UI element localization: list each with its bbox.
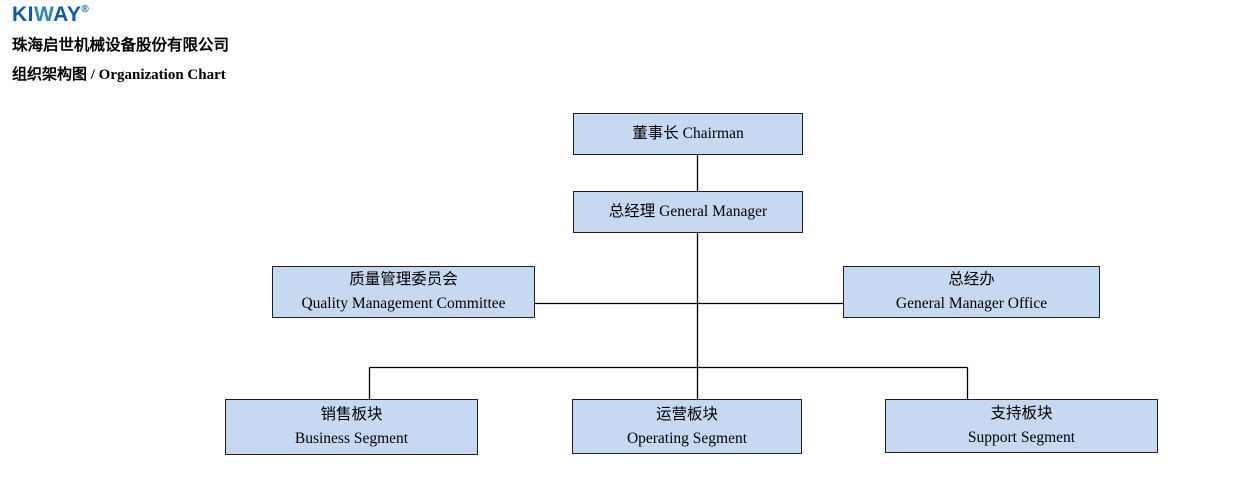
logo-text-ay: AY xyxy=(53,3,82,26)
org-node-chairman-label: 董事长 Chairman xyxy=(632,125,744,142)
org-node-general-manager-label: 总经理 General Manager xyxy=(608,203,768,220)
org-node-quality-committee-label-zh: 质量管理委员会 xyxy=(349,271,458,288)
org-node-general-manager-office: 总经办 General Manager Office xyxy=(843,266,1100,318)
org-node-operating-segment: 运营板块 Operating Segment xyxy=(572,399,802,454)
org-node-general-manager: 总经理 General Manager xyxy=(573,191,803,233)
logo-text-ki: KI xyxy=(12,3,34,26)
org-node-gm-office-label-en: General Manager Office xyxy=(895,295,1048,312)
org-node-support-segment-label-zh: 支持板块 xyxy=(990,405,1053,422)
org-node-operating-segment-label-zh: 运营板块 xyxy=(655,405,718,423)
org-node-business-segment-label-en: Business Segment xyxy=(294,430,409,447)
org-node-gm-office-label-zh: 总经办 xyxy=(948,271,995,288)
kiway-logo: KIWAY® xyxy=(12,3,89,27)
company-name: 珠海启世机械设备股份有限公司 xyxy=(12,37,230,54)
org-node-business-segment-label-zh: 销售板块 xyxy=(320,406,383,423)
org-node-quality-committee-label-en: Quality Management Committee xyxy=(301,295,506,312)
registered-trademark-mark: ® xyxy=(81,4,89,15)
page-title: 组织架构图 / Organization Chart xyxy=(12,67,226,83)
logo-text-w: W xyxy=(34,3,54,26)
org-node-quality-management-committee: 质量管理委员会 Quality Management Committee xyxy=(272,266,535,318)
org-node-operating-segment-label-en: Operating Segment xyxy=(626,429,748,447)
org-node-support-segment-label-en: Support Segment xyxy=(967,429,1076,446)
org-node-business-segment: 销售板块 Business Segment xyxy=(225,399,478,455)
org-node-chairman: 董事长 Chairman xyxy=(573,113,803,155)
org-node-support-segment: 支持板块 Support Segment xyxy=(885,399,1158,453)
